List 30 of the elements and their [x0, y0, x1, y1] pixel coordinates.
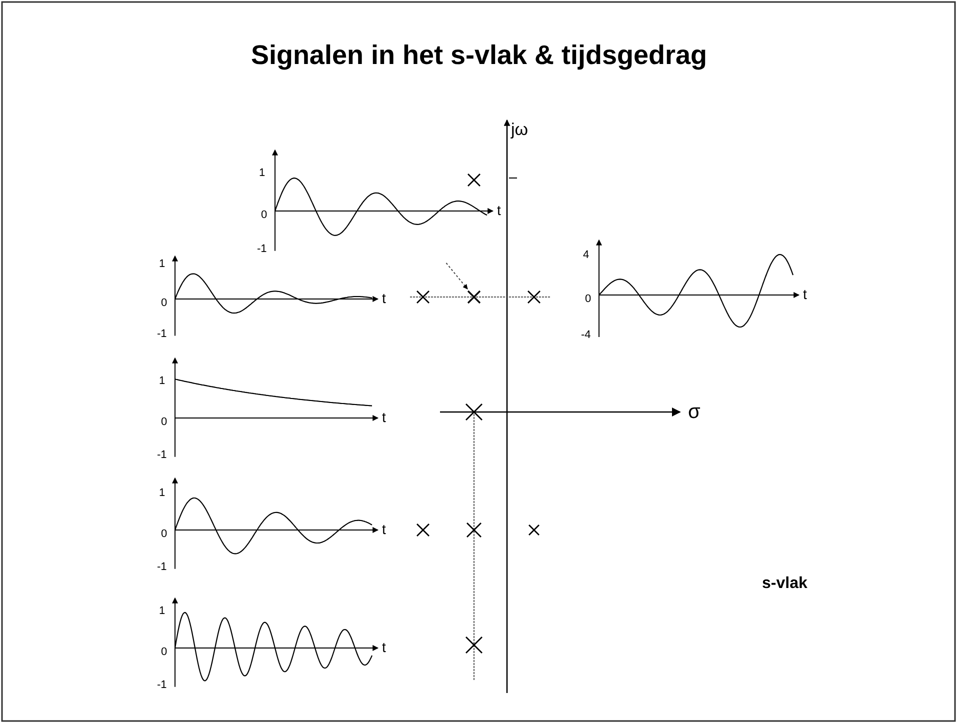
tick-label: 1	[159, 487, 166, 499]
tick-label: 1	[159, 258, 166, 270]
tick-label: 0	[261, 209, 268, 221]
axis-label: t	[382, 290, 386, 306]
tick-label: 1	[159, 375, 166, 387]
arrow	[446, 262, 468, 290]
axis-label: t	[382, 521, 386, 537]
tick-label: 1	[259, 167, 266, 179]
tick-label: 1	[159, 605, 166, 617]
tick-label: -1	[157, 679, 167, 691]
tick-label: -1	[157, 328, 167, 340]
tick-label: 0	[161, 416, 168, 428]
tick-label: -1	[257, 243, 267, 255]
tick-label: 4	[583, 249, 590, 261]
axis-label: t	[382, 639, 386, 655]
tick-label: -1	[157, 561, 167, 573]
axis-label: jω	[511, 120, 528, 140]
axis-label: t	[382, 409, 386, 425]
tick-label: -4	[581, 329, 591, 341]
tick-label: 0	[161, 646, 168, 658]
axis-label: t	[497, 202, 501, 218]
tick-label: 0	[585, 293, 592, 305]
axis-label: σ	[688, 401, 700, 424]
title: Signalen in het s-vlak & tijdsgedrag	[250, 40, 708, 71]
plane-label: s-vlak	[762, 575, 808, 593]
tick-label: 0	[161, 297, 168, 309]
tick-label: 0	[161, 528, 168, 540]
pole-marker	[466, 289, 482, 305]
axis-label: t	[803, 286, 807, 302]
tick-label: -1	[157, 449, 167, 461]
